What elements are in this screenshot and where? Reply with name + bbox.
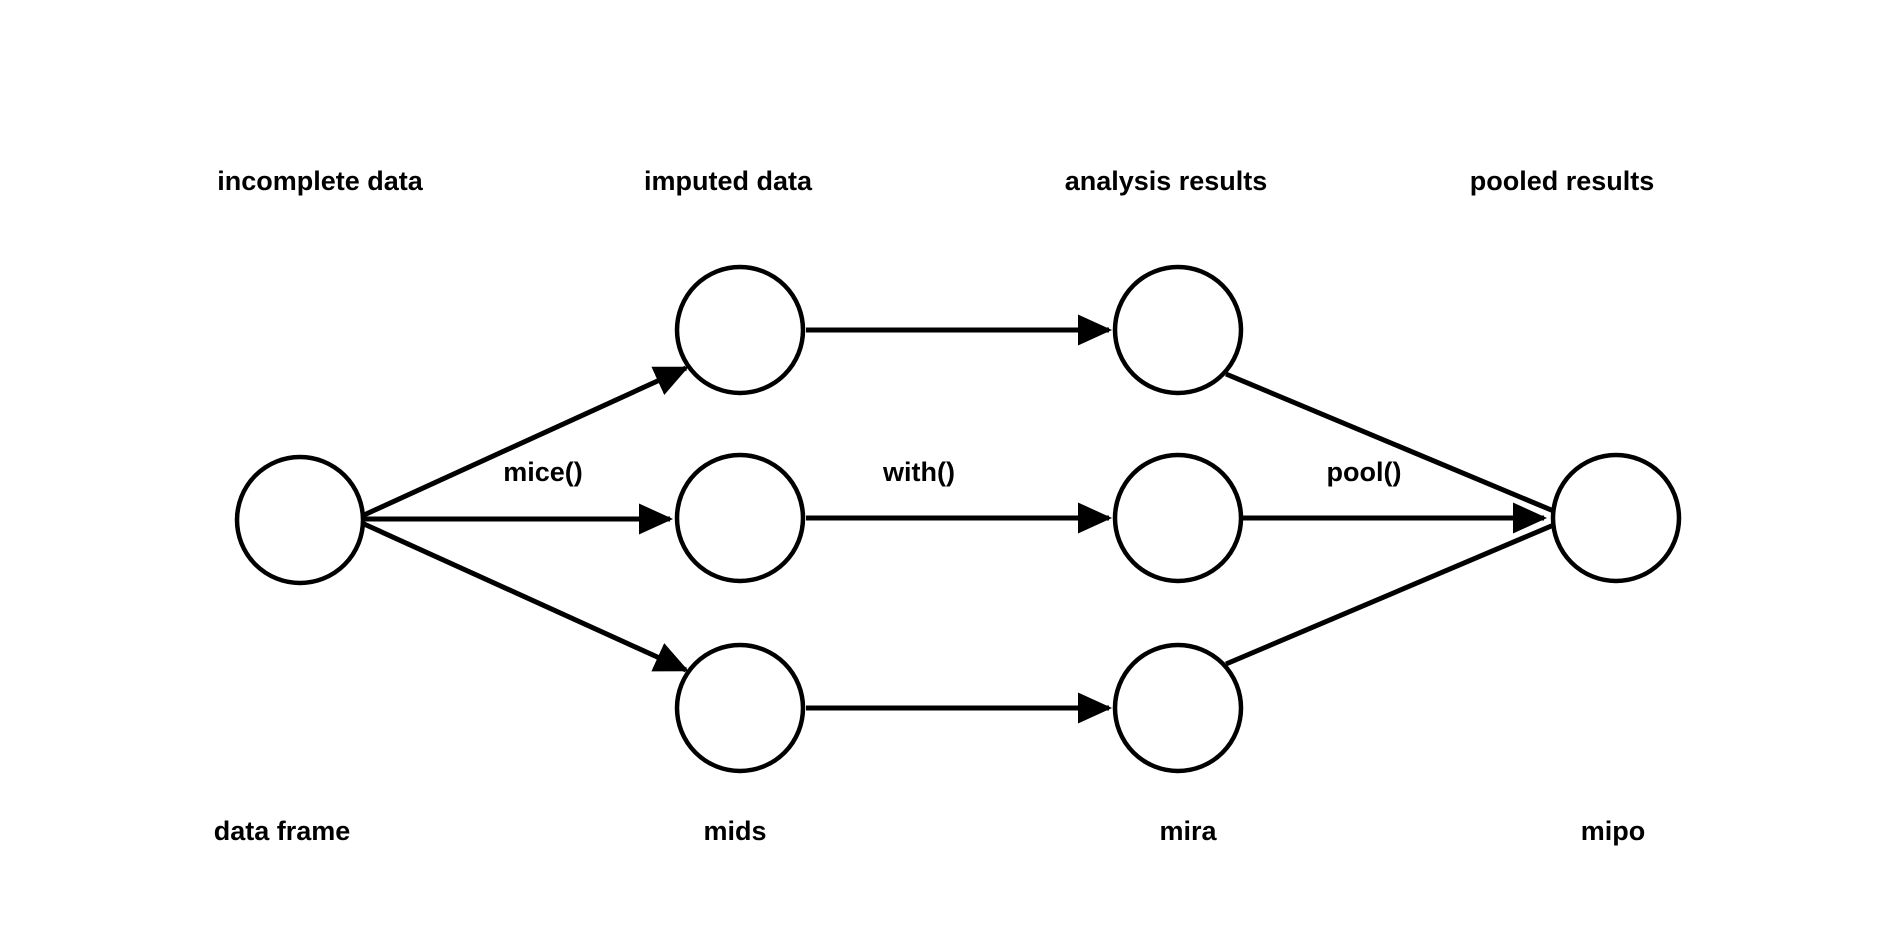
node-mira-1[interactable]: [1112, 264, 1244, 396]
node-mira-2[interactable]: [1112, 452, 1244, 584]
label-mids: mids: [703, 816, 766, 846]
node-mipo[interactable]: [1550, 452, 1682, 584]
label-analysis-results: analysis results: [1065, 166, 1268, 196]
edge-pool-mira3-to-mipo: [1225, 521, 1557, 667]
label-data-frame: data frame: [214, 816, 351, 846]
edge-group-pool: [1225, 371, 1557, 667]
label-mira: mira: [1159, 816, 1217, 846]
label-imputed-data: imputed data: [644, 166, 813, 196]
edge-group-mice: [362, 365, 689, 673]
node-mids-1[interactable]: [674, 264, 806, 396]
label-pool-function: pool(): [1327, 457, 1402, 487]
edge-mice-to-mids-1: [362, 365, 689, 518]
edge-group-with: [806, 314, 1113, 724]
label-incomplete-data: incomplete data: [217, 166, 424, 196]
edge-mice-to-mids-3: [362, 521, 689, 673]
edge-labels-group: mice() with() pool(): [503, 457, 1401, 487]
bottom-labels-group: data frame mids mira mipo: [214, 816, 1646, 846]
node-data-frame[interactable]: [234, 454, 366, 586]
label-mice-function: mice(): [503, 457, 583, 487]
top-labels-group: incomplete data imputed data analysis re…: [217, 166, 1654, 196]
label-mipo: mipo: [1581, 816, 1646, 846]
node-mira-3[interactable]: [1112, 642, 1244, 774]
node-mids-2[interactable]: [674, 452, 806, 584]
edge-pool-mira1-to-mipo: [1225, 371, 1557, 515]
node-group: [234, 264, 1682, 774]
label-with-function: with(): [882, 457, 955, 487]
label-pooled-results: pooled results: [1470, 166, 1655, 196]
node-mids-3[interactable]: [674, 642, 806, 774]
